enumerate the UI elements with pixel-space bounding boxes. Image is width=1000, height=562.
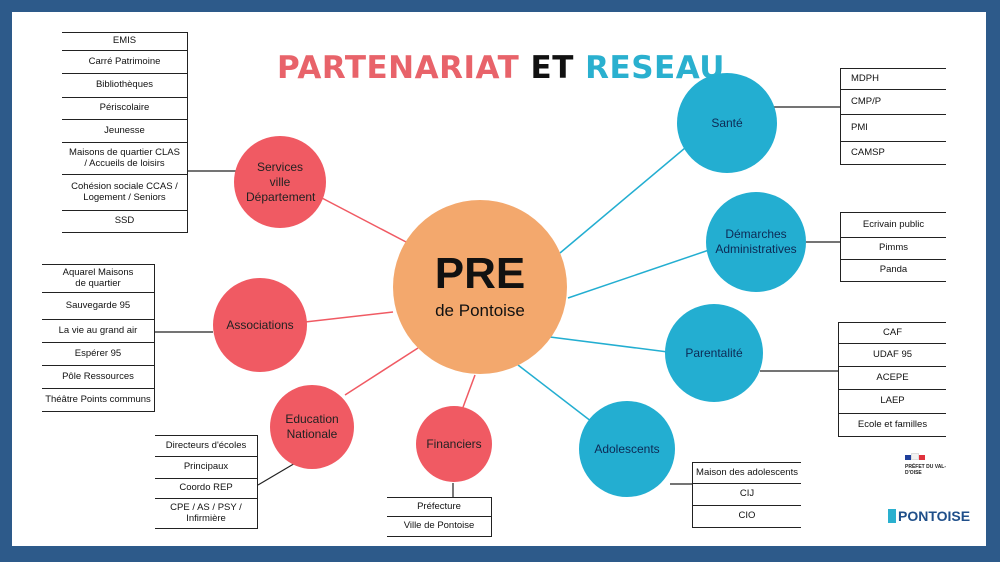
node-demarches: Démarches Administratives — [706, 192, 806, 292]
list-sante: MDPH CMP/P PMI CAMSP — [840, 68, 946, 165]
list-item: CIJ — [692, 484, 801, 506]
list-item: SSD — [62, 211, 188, 233]
list-item: Coordo REP — [155, 479, 258, 499]
list-item: Panda — [840, 260, 946, 282]
pontoise-logo-text: PONTOISE — [898, 508, 971, 524]
list-item: CMP/P — [840, 90, 946, 115]
list-item: Directeurs d'écoles — [155, 435, 258, 457]
center-title: PRE — [434, 249, 526, 299]
node-associations: Associations — [213, 278, 307, 372]
list-item: Ecrivain public — [840, 212, 946, 238]
list-item: Aquarel Maisons de quartier — [42, 264, 155, 293]
list-item: Carré Patrimoine — [62, 51, 188, 74]
list-item: EMIS — [62, 32, 188, 51]
list-item: Pimms — [840, 238, 946, 260]
node-education: Education Nationale — [270, 385, 354, 469]
list-item: PMI — [840, 115, 946, 142]
center-subtitle: de Pontoise — [435, 301, 525, 321]
node-adolescents-label: Adolescents — [594, 441, 660, 456]
node-adolescents: Adolescents — [579, 401, 675, 497]
node-financiers-label: Financiers — [426, 436, 482, 451]
list-item: Principaux — [155, 457, 258, 479]
title-partenariat: PARTENARIAT — [277, 50, 520, 86]
slide: PARTENARIAT ET RESEAU — [12, 12, 986, 546]
list-item: CAMSP — [840, 142, 946, 165]
node-services: Services ville Département — [234, 136, 326, 228]
list-item: LAEP — [838, 390, 946, 414]
node-education-label: Education Nationale — [285, 412, 339, 441]
page-title: PARTENARIAT ET RESEAU — [277, 50, 725, 86]
list-item: Espérer 95 — [42, 343, 155, 366]
list-item: Maisons de quartier CLAS / Accueils de l… — [62, 143, 188, 175]
pontoise-mark-icon — [888, 509, 896, 523]
list-item: Cohésion sociale CCAS / Logement / Senio… — [62, 175, 188, 211]
list-education: Directeurs d'écoles Principaux Coordo RE… — [155, 435, 258, 529]
center-node: PRE de Pontoise — [393, 200, 567, 374]
list-item: CAF — [838, 322, 946, 344]
list-item: Ville de Pontoise — [387, 517, 492, 537]
list-financiers: Préfecture Ville de Pontoise — [387, 497, 492, 537]
list-item: Maison des adolescents — [692, 462, 801, 484]
list-adolescents: Maison des adolescents CIJ CIO — [692, 462, 801, 528]
list-item: Théâtre Points communs — [42, 389, 155, 412]
node-associations-label: Associations — [226, 317, 294, 332]
node-parentalite-label: Parentalité — [685, 345, 743, 360]
list-associations: Aquarel Maisons de quartier Sauvegarde 9… — [42, 264, 155, 412]
list-item: La vie au grand air — [42, 320, 155, 343]
list-item: ACEPE — [838, 367, 946, 390]
node-services-label: Services ville Département — [246, 159, 316, 204]
list-item: Pôle Ressources — [42, 366, 155, 389]
list-demarches: Ecrivain public Pimms Panda — [840, 212, 946, 282]
list-services: EMIS Carré Patrimoine Bibliothèques Péri… — [62, 32, 188, 233]
list-item: Préfecture — [387, 497, 492, 517]
node-parentalite: Parentalité — [665, 304, 763, 402]
node-sante: Santé — [677, 73, 777, 173]
list-item: CPE / AS / PSY / Infirmière — [155, 499, 258, 529]
list-item: MDPH — [840, 68, 946, 90]
flag-icon — [905, 453, 975, 462]
node-sante-label: Santé — [711, 115, 743, 130]
list-item: Ecole et familles — [838, 414, 946, 437]
list-item: Sauvegarde 95 — [42, 293, 155, 320]
prefet-logo-text: PRÉFET DU VAL-D'OISE — [905, 464, 947, 476]
list-item: UDAF 95 — [838, 344, 946, 367]
pontoise-logo: PONTOISE — [888, 508, 970, 524]
list-item: Jeunesse — [62, 120, 188, 143]
list-item: Bibliothèques — [62, 74, 188, 98]
node-financiers: Financiers — [416, 406, 492, 482]
list-parentalite: CAF UDAF 95 ACEPE LAEP Ecole et familles — [838, 322, 946, 437]
node-demarches-label: Démarches Administratives — [715, 227, 797, 256]
prefet-logo: PRÉFET DU VAL-D'OISE — [905, 453, 975, 476]
list-item: CIO — [692, 506, 801, 528]
title-et: ET — [530, 50, 574, 86]
list-item: Périscolaire — [62, 98, 188, 120]
